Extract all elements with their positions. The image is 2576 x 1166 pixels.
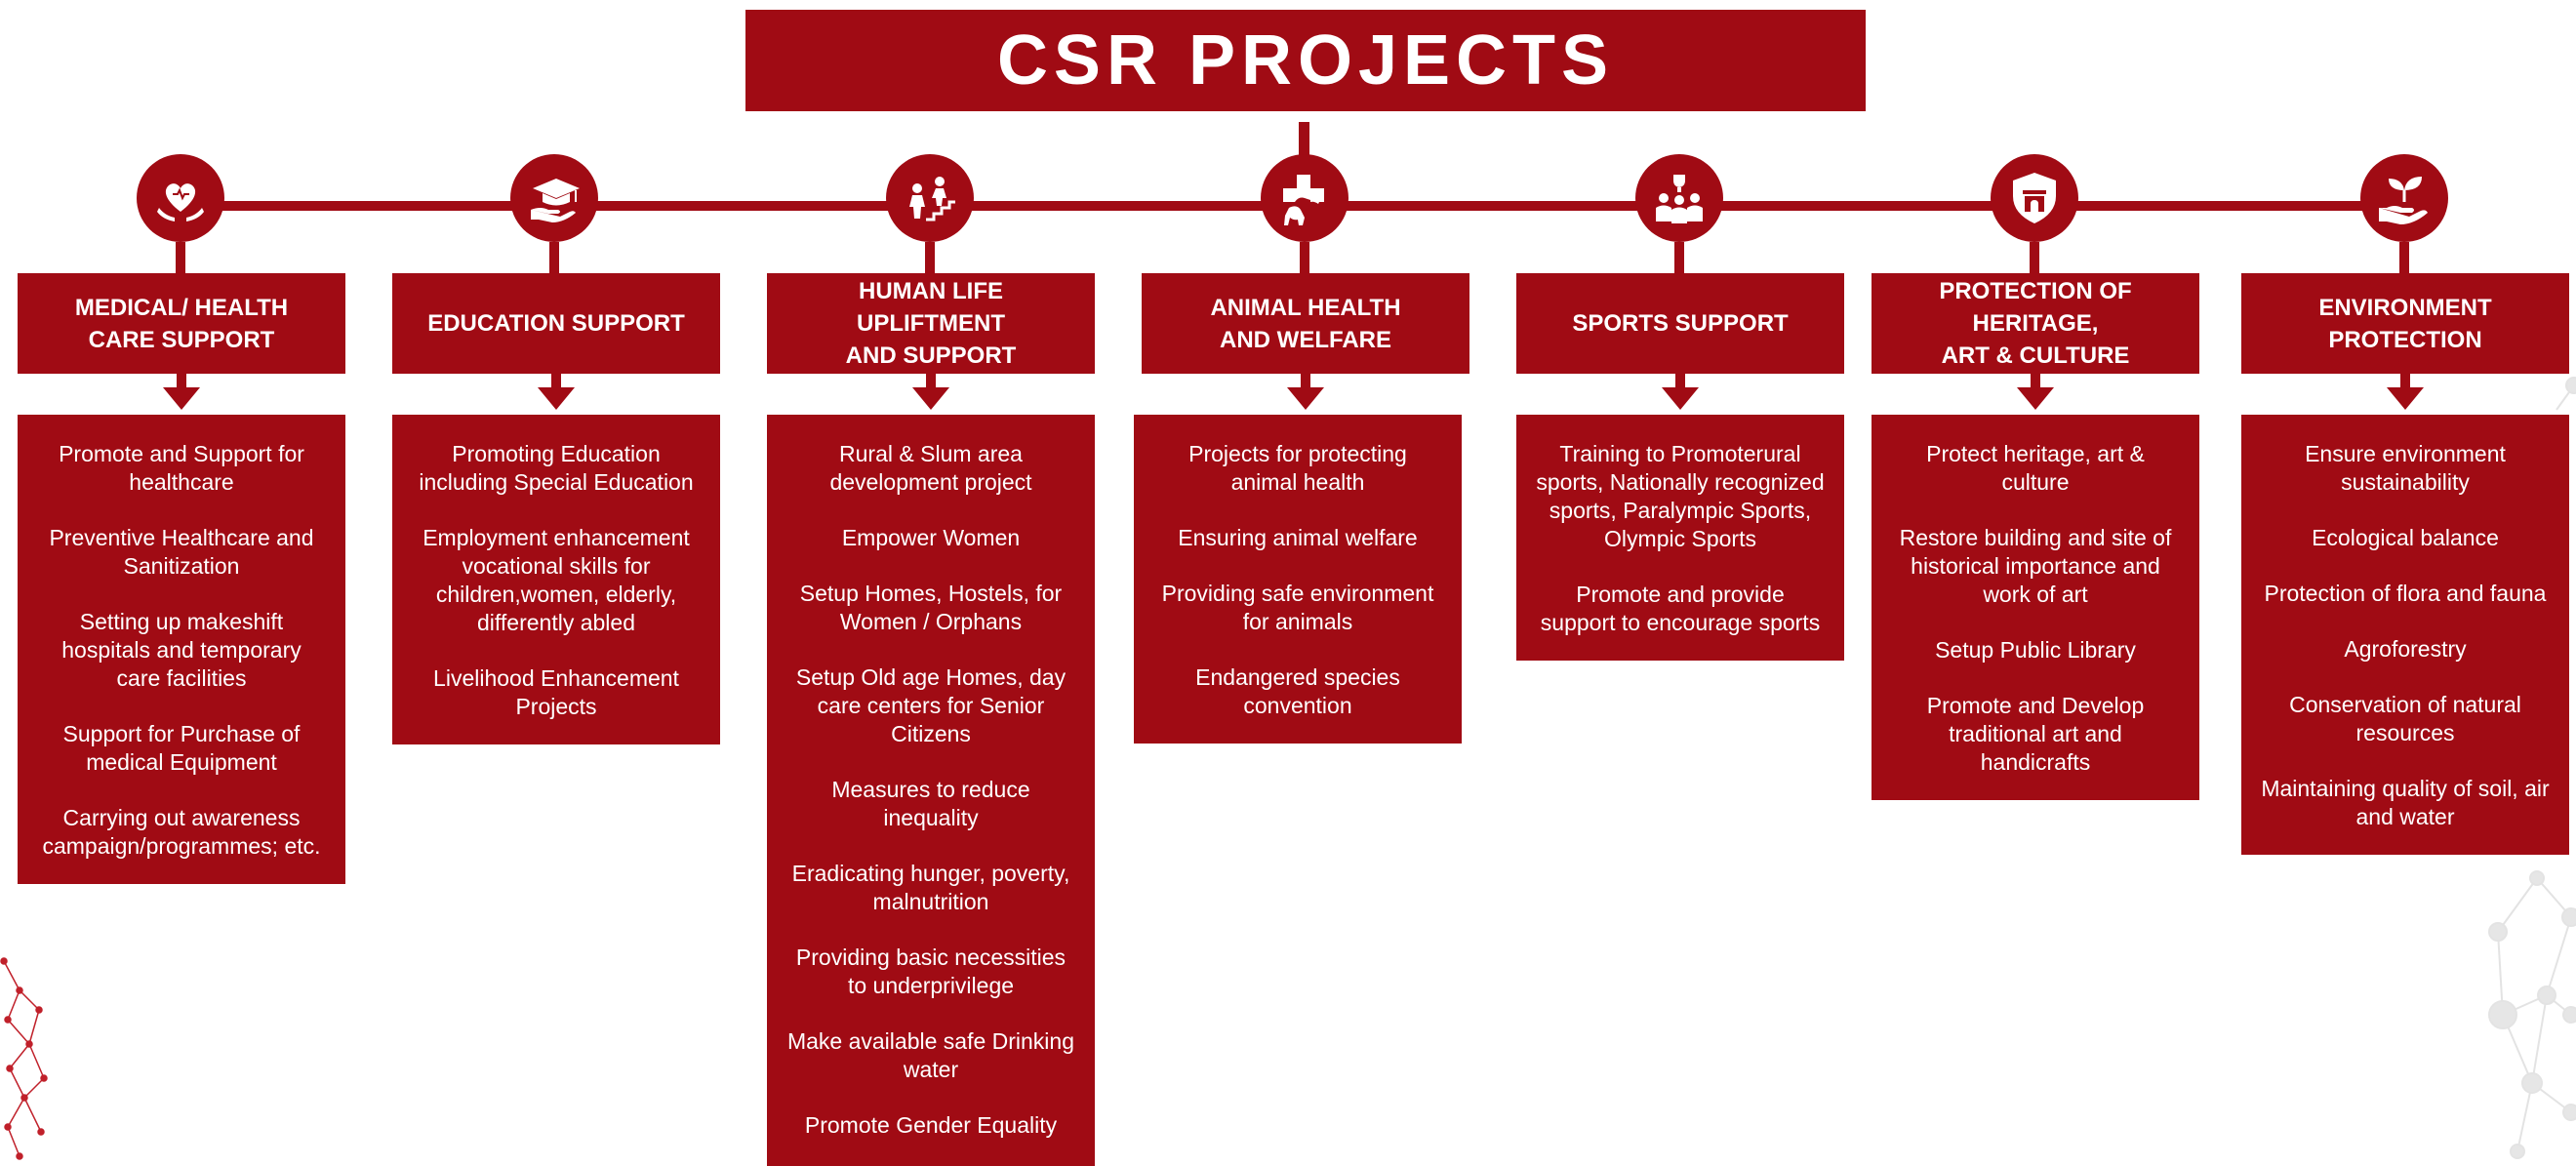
list-item: Eradicating hunger, poverty, malnutritio…: [791, 861, 1070, 914]
heritage-shield-icon: [1991, 154, 2078, 242]
category-heading: PROTECTION OF HERITAGE, ART & CULTURE: [1872, 273, 2199, 374]
list-item: Promote and provide support to encourage…: [1540, 582, 1821, 635]
network-decoration-right: [2488, 377, 2576, 1159]
arrow-stem: [2031, 374, 2040, 387]
list-item: Make available safe Drinking water: [786, 1028, 1075, 1082]
category-items: Protect heritage, art & culture Restore …: [1872, 415, 2199, 800]
down-arrow-icon: [2387, 387, 2424, 410]
icon-connector: [925, 242, 935, 273]
people-stairs-icon: [886, 154, 974, 242]
category-heading: ANIMAL HEALTH AND WELFARE: [1142, 273, 1469, 374]
arrow-stem: [177, 374, 186, 387]
list-item: Ensure environment sustainability: [2305, 441, 2506, 495]
arrow-stem: [1301, 374, 1310, 387]
list-item: Livelihood Enhancement Projects: [433, 665, 679, 719]
list-item: Employment enhancement vocational skills…: [423, 525, 690, 635]
list-item: Rural & Slum area development project: [829, 441, 1032, 495]
list-item: Projects for protecting animal health: [1188, 441, 1407, 495]
list-item: Protect heritage, art & culture: [1926, 441, 2145, 495]
list-item: Providing safe environment for animals: [1161, 581, 1434, 634]
list-item: Ensuring animal welfare: [1178, 525, 1418, 550]
animal-cross-icon: [1261, 154, 1348, 242]
category-items: Projects for protecting animal health En…: [1134, 415, 1462, 744]
icon-connector: [2399, 242, 2409, 273]
arrow-stem: [2400, 374, 2410, 387]
list-item: Restore building and site of historical …: [1899, 525, 2172, 607]
list-item: Ecological balance: [2312, 525, 2499, 550]
title-banner: CSR PROJECTS: [745, 10, 1866, 111]
list-item: Promote and Support for healthcare: [59, 441, 304, 495]
category-items: Rural & Slum area development project Em…: [767, 415, 1095, 1166]
category-heading: HUMAN LIFE UPLIFTMENT AND SUPPORT: [767, 273, 1095, 374]
list-item: Carrying out awareness campaign/programm…: [42, 805, 321, 859]
athletes-trophy-icon: [1635, 154, 1723, 242]
list-item: Setup Homes, Hostels, for Women / Orphan…: [799, 581, 1063, 634]
category-items: Training to Promoterural sports, Nationa…: [1516, 415, 1844, 661]
icon-connector: [549, 242, 559, 273]
category-items: Ensure environment sustainability Ecolog…: [2241, 415, 2569, 855]
list-item: Protection of flora and fauna: [2264, 581, 2547, 606]
list-item: Setup Old age Homes, day care centers fo…: [795, 664, 1067, 746]
list-item: Measures to reduce inequality: [831, 777, 1030, 830]
list-item: Promoting Education including Special Ed…: [419, 441, 694, 495]
down-arrow-icon: [1662, 387, 1699, 410]
list-item: Maintaining quality of soil, air and wat…: [2261, 776, 2550, 829]
list-item: Setting up makeshift hospitals and tempo…: [61, 609, 302, 691]
down-arrow-icon: [163, 387, 200, 410]
list-item: Promote and Develop traditional art and …: [1926, 693, 2145, 775]
category-heading: EDUCATION SUPPORT: [392, 273, 720, 374]
list-item: Empower Women: [841, 525, 1021, 550]
category-items: Promoting Education including Special Ed…: [392, 415, 720, 744]
list-item: Preventive Healthcare and Sanitization: [49, 525, 314, 579]
down-arrow-icon: [2017, 387, 2054, 410]
list-item: Setup Public Library: [1935, 637, 2136, 663]
down-arrow-icon: [538, 387, 575, 410]
category-heading: MEDICAL/ HEALTH CARE SUPPORT: [18, 273, 345, 374]
list-item: Agroforestry: [2344, 636, 2467, 662]
list-item: Support for Purchase of medical Equipmen…: [62, 721, 301, 775]
title-connector: [1299, 122, 1309, 166]
page-title: CSR PROJECTS: [996, 21, 1615, 100]
hand-plant-icon: [2360, 154, 2448, 242]
list-item: Promote Gender Equality: [804, 1112, 1058, 1138]
list-item: Conservation of natural resources: [2289, 692, 2521, 745]
down-arrow-icon: [912, 387, 949, 410]
list-item: Training to Promoterural sports, Nationa…: [1536, 441, 1825, 551]
list-item: Endangered species convention: [1195, 664, 1400, 718]
icon-connector: [1674, 242, 1684, 273]
network-decoration-left: [0, 957, 48, 1160]
category-heading: ENVIRONMENT PROTECTION: [2241, 273, 2569, 374]
icon-connector: [1300, 242, 1309, 273]
down-arrow-icon: [1287, 387, 1324, 410]
list-item: Providing basic necessities to underpriv…: [795, 945, 1067, 998]
icon-connector: [176, 242, 185, 273]
arrow-stem: [926, 374, 936, 387]
icon-connector: [2030, 242, 2039, 273]
graduation-cap-icon: [510, 154, 598, 242]
arrow-stem: [551, 374, 561, 387]
heart-care-icon: [137, 154, 224, 242]
category-items: Promote and Support for healthcare Preve…: [18, 415, 345, 884]
arrow-stem: [1675, 374, 1685, 387]
category-heading: SPORTS SUPPORT: [1516, 273, 1844, 374]
